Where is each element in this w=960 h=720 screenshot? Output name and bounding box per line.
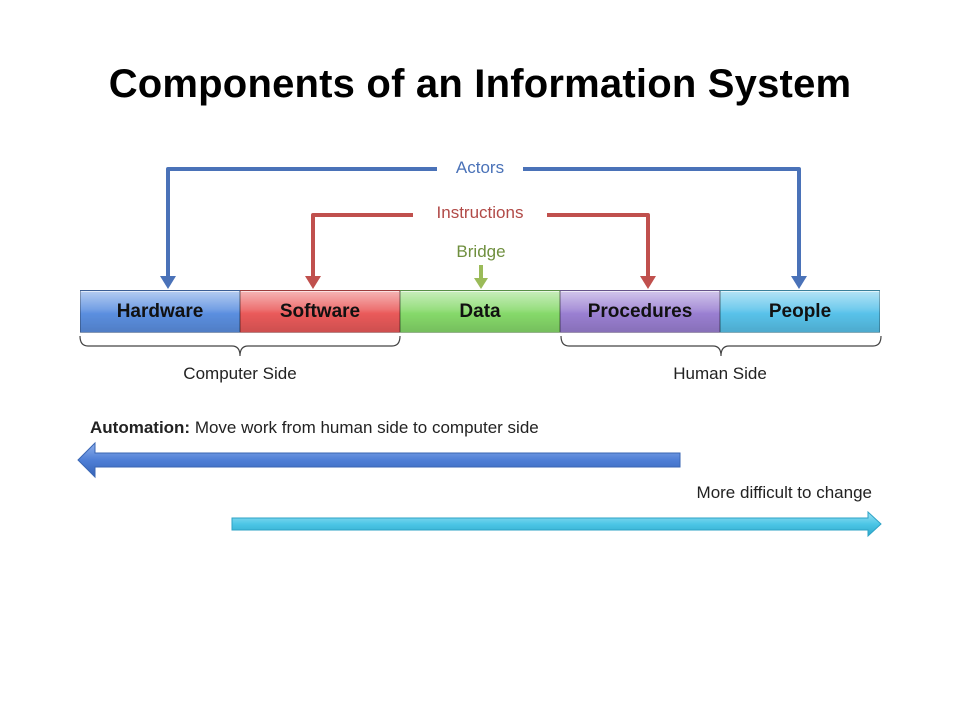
difficulty-arrow xyxy=(231,510,882,538)
bridge-label: Bridge xyxy=(456,242,506,261)
data-component: Data xyxy=(400,290,560,333)
instructions-arrowhead-left xyxy=(305,276,321,289)
actors-connector-line xyxy=(166,167,801,278)
human-side-label: Human Side xyxy=(673,364,767,383)
difficulty-caption: More difficult to change xyxy=(696,483,872,502)
hardware-component: Hardware xyxy=(80,290,240,333)
data-label: Data xyxy=(459,300,501,322)
procedures-component: Procedures xyxy=(560,290,720,333)
automation-caption: Automation: Move work from human side to… xyxy=(90,418,539,438)
actors-label: Actors xyxy=(455,158,505,177)
computer-side-label: Computer Side xyxy=(183,364,297,383)
automation-arrow xyxy=(77,441,681,479)
people-label: People xyxy=(768,300,832,322)
slide-title: Components of an Information System xyxy=(108,62,852,106)
instructions-label: Instructions xyxy=(436,203,524,222)
automation-label: Automation: xyxy=(90,418,191,437)
hardware-label: Hardware xyxy=(116,300,204,322)
component-bar: Hardware Software Data Procedures People xyxy=(80,290,881,333)
computer-side-brace xyxy=(79,335,401,357)
people-component: People xyxy=(720,290,880,333)
bridge-arrowhead xyxy=(474,278,488,289)
procedures-label: Procedures xyxy=(587,300,693,322)
instructions-arrowhead-right xyxy=(640,276,656,289)
instructions-connector-line xyxy=(311,213,650,278)
software-component: Software xyxy=(240,290,400,333)
automation-text: Move work from human side to computer si… xyxy=(190,418,539,437)
actors-arrowhead-left xyxy=(160,276,176,289)
software-label: Software xyxy=(279,300,361,322)
human-side-brace xyxy=(560,335,882,357)
actors-arrowhead-right xyxy=(791,276,807,289)
